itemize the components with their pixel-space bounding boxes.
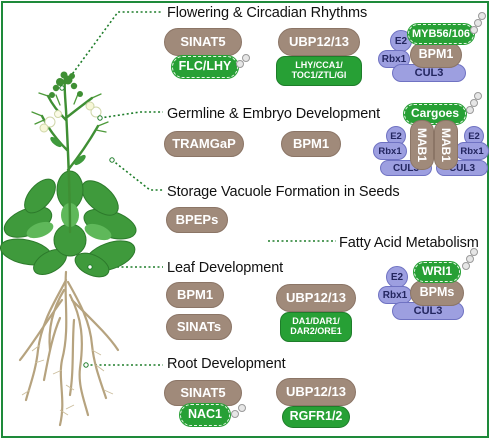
myb56-106-substrate: MYB56/106 <box>407 23 475 45</box>
bpeps-protein: BPEPs <box>166 207 228 233</box>
ubiquitin-icon <box>236 60 244 68</box>
leaf-substrates: DA1/DAR1/ DAR2/ORE1 <box>280 312 352 342</box>
nac1-substrate: NAC1 <box>179 403 231 427</box>
sinat5-ligase: SINAT5 <box>164 380 242 406</box>
mab1-adaptor-right: MAB1 <box>434 120 458 170</box>
heading-storage: Storage Vacuole Formation in Seeds <box>167 184 400 200</box>
heading-fatty-acid: Fatty Acid Metabolism <box>339 235 479 251</box>
ubiquitin-icon <box>466 255 474 263</box>
heading-leaf: Leaf Development <box>167 260 284 276</box>
bpm1-protein: BPM1 <box>166 282 224 308</box>
stem-leaves <box>50 136 86 166</box>
bpms-adaptor: BPMs <box>410 280 464 306</box>
siliques <box>31 92 109 133</box>
sinat5-ligase: SINAT5 <box>164 28 242 56</box>
tramgap-protein: TRAMGaP <box>164 131 244 157</box>
ubiquitin-icon <box>238 404 246 412</box>
ubp12-13-deubiquitinase: UBP12/13 <box>276 284 356 312</box>
e2-enzyme: E2 <box>386 266 408 288</box>
cul3-scaffold: CUL3 <box>392 64 466 82</box>
flowers <box>39 101 102 133</box>
leaf-substrates-line2: DAR2/ORE1 <box>290 326 342 336</box>
ubiquitin-icon <box>478 12 486 20</box>
ubiquitin-icon <box>231 410 239 418</box>
ubiquitin-icon <box>474 19 482 27</box>
circadian-substrates-line1: LHY/CCA1/ <box>295 60 343 71</box>
rbx1-left: Rbx1 <box>373 142 407 160</box>
figure-border <box>1 1 489 438</box>
ubiquitin-icon <box>470 99 478 107</box>
heading-root: Root Development <box>167 356 286 372</box>
rgfr-substrate: RGFR1/2 <box>282 406 350 428</box>
leaf-substrates-line1: DA1/DAR1/ <box>292 316 340 327</box>
connector-dots <box>59 85 115 368</box>
leader-flowering <box>61 11 163 89</box>
wri1-substrate: WRI1 <box>413 261 461 283</box>
mab1-right-label: MAB1 <box>439 127 454 163</box>
ubiquitin-icon <box>242 54 250 62</box>
flower-buds <box>49 71 83 98</box>
flc-lhy-substrate: FLC/LHY <box>171 55 239 79</box>
mab1-adaptor-left: MAB1 <box>410 120 434 170</box>
sinats-protein: SINATs <box>166 314 232 340</box>
ubiquitin-icon <box>470 26 478 34</box>
leader-storage <box>111 159 163 191</box>
rbx1-right: Rbx1 <box>455 142 489 160</box>
heading-flowering: Flowering & Circadian Rhythms <box>167 5 368 21</box>
ubp12-13-deubiquitinase: UBP12/13 <box>276 378 356 406</box>
circadian-substrates: LHY/CCA1/ TOC1/ZTL/GI <box>276 56 362 86</box>
leader-germline <box>99 111 163 119</box>
heading-germline: Germline & Embryo Development <box>167 106 381 122</box>
bpm1-adaptor: BPM1 <box>410 42 462 68</box>
leader-lines <box>61 11 336 366</box>
ubiquitin-icon <box>474 92 482 100</box>
circadian-substrates-line2: TOC1/ZTL/GI <box>291 70 347 80</box>
ubiquitin-icon <box>466 106 474 114</box>
mab1-left-label: MAB1 <box>415 127 430 163</box>
ubiquitin-icon <box>462 262 470 270</box>
ubiquitin-icon <box>470 248 478 256</box>
root-hairs <box>21 344 114 416</box>
bpm1-protein: BPM1 <box>281 131 341 157</box>
stem <box>40 76 100 234</box>
cargoes-substrate: Cargoes <box>403 103 467 125</box>
rosette-leaves <box>0 170 137 278</box>
ubp12-13-deubiquitinase: UBP12/13 <box>278 28 360 56</box>
